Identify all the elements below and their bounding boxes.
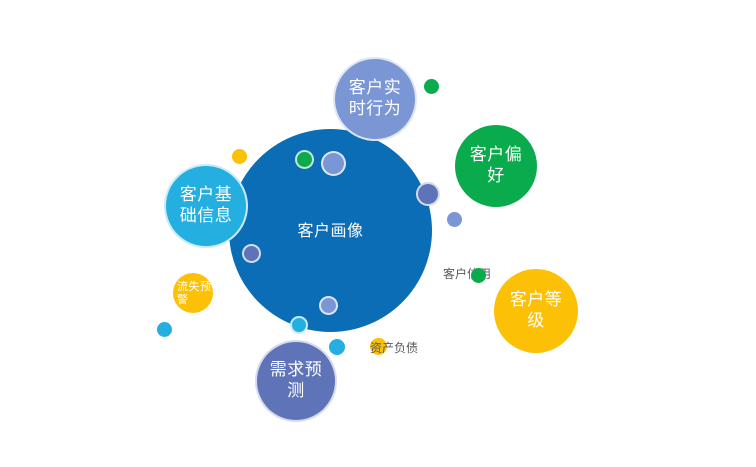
dot-yellow-upper-left: [232, 149, 247, 164]
dot-green-upper-right: [424, 79, 439, 94]
node-preference: 客户偏 好: [455, 125, 537, 207]
node-churn-warning-label: 流失预 警: [177, 279, 212, 306]
label-assets-liabilities: 资产负债: [370, 341, 419, 355]
dot-slate-right: [416, 182, 440, 206]
dot-green-credit: [471, 268, 486, 283]
dot-periwinkle-top: [321, 151, 346, 176]
node-basic-info-label: 客户基 础信息: [179, 184, 233, 226]
node-demand-forecast-label: 需求预 测: [269, 359, 323, 401]
node-basic-info: 客户基 础信息: [164, 164, 248, 248]
dot-lightblue-lower: [329, 339, 345, 355]
dot-lightblue-bottom: [290, 316, 308, 334]
dot-green-top: [295, 150, 314, 169]
dot-periwinkle-right: [447, 212, 462, 227]
node-churn-warning: 流失预 警: [173, 273, 213, 313]
node-demand-forecast: 需求预 测: [255, 340, 337, 422]
node-realtime-behavior: 客户实 时行为: [333, 57, 417, 141]
dot-lightblue-left: [157, 322, 172, 337]
node-realtime-behavior-label: 客户实 时行为: [348, 77, 402, 119]
dot-yellow-lower: [370, 338, 387, 355]
node-preference-label: 客户偏 好: [469, 144, 523, 186]
dot-slate-left: [242, 244, 261, 263]
dot-periwinkle-bottom: [319, 296, 338, 315]
central-node-label: 客户画像: [297, 220, 364, 240]
node-level: 客户等 级: [494, 269, 578, 353]
node-level-label: 客户等 级: [509, 289, 563, 331]
